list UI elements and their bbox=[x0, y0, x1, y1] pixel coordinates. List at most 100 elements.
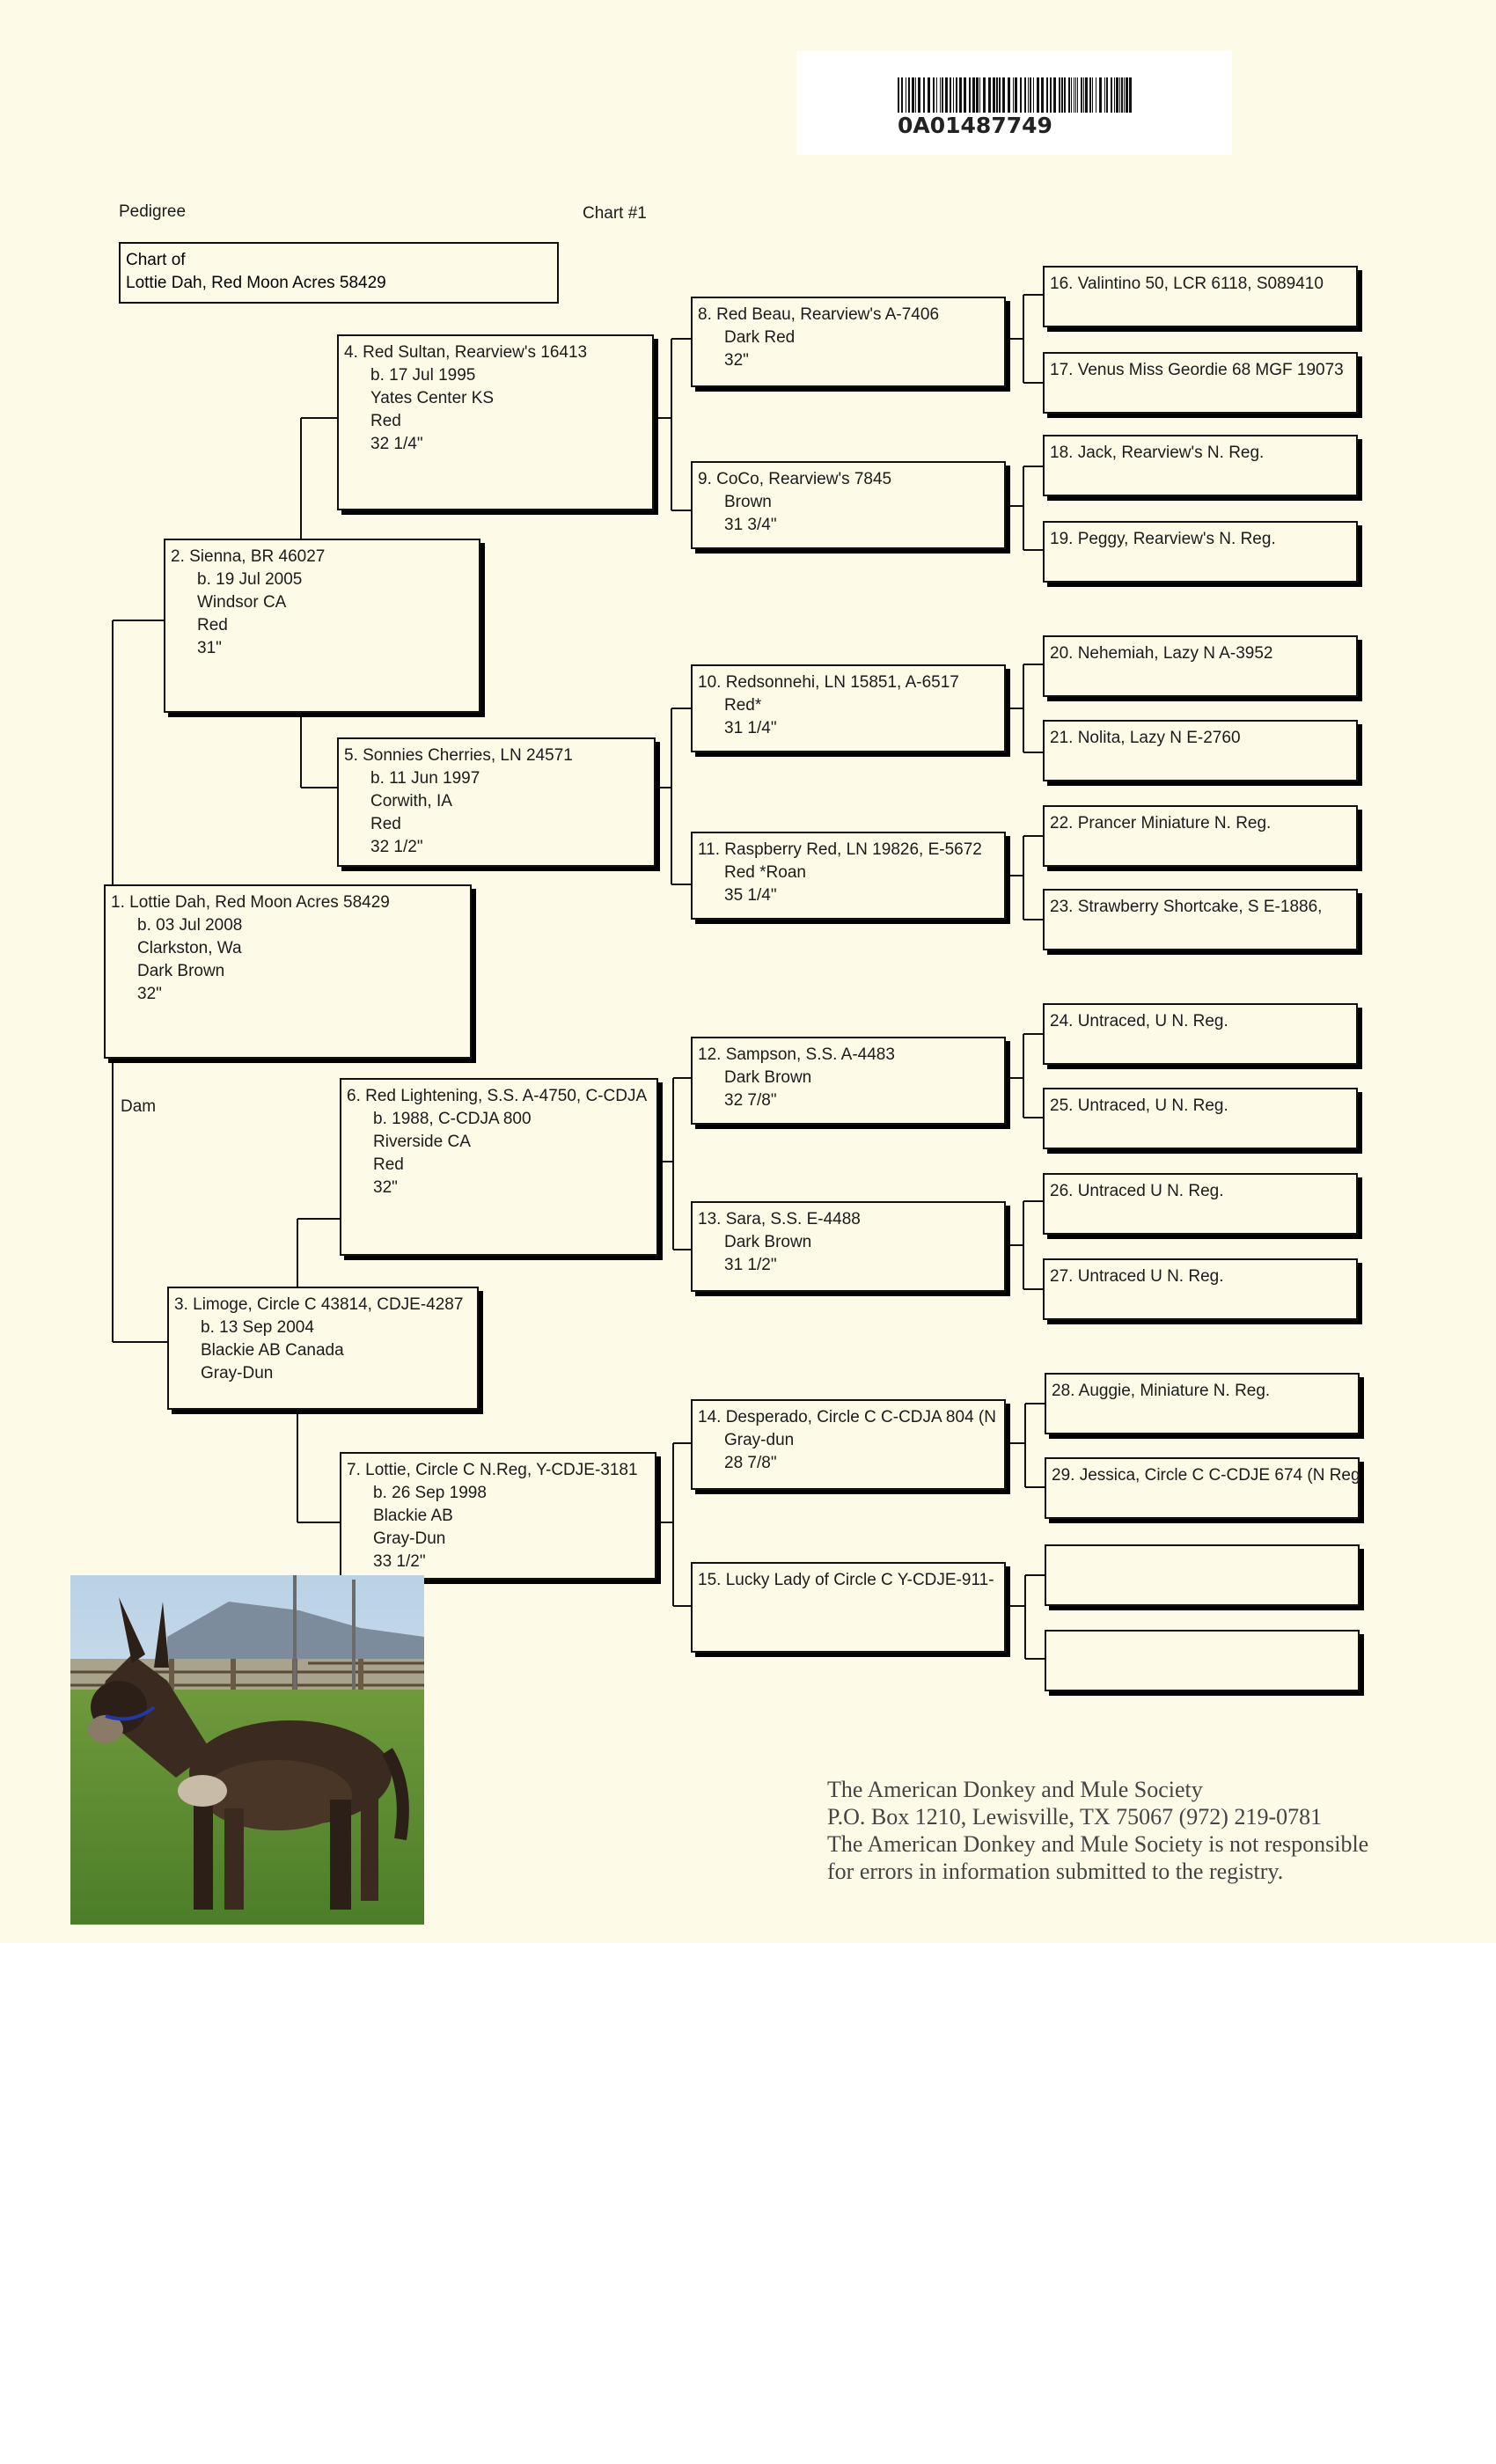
animal-detail: Red* bbox=[698, 694, 959, 717]
pedigree-box-28: 28. Auggie, Miniature N. Reg. bbox=[1045, 1373, 1360, 1434]
animal-name: 25. Untraced, U N. Reg. bbox=[1050, 1095, 1228, 1118]
animal-detail: 33 1/2" bbox=[347, 1551, 638, 1573]
animal-name: 21. Nolita, Lazy N E-2760 bbox=[1050, 727, 1241, 750]
animal-name: 6. Red Lightening, S.S. A-4750, C-CDJA bbox=[347, 1085, 647, 1108]
animal-name: 8. Red Beau, Rearview's A-7406 bbox=[698, 304, 939, 326]
animal-name: 9. CoCo, Rearview's 7845 bbox=[698, 468, 891, 491]
animal-name: 16. Valintino 50, LCR 6118, S089410 bbox=[1050, 273, 1324, 296]
animal-name: 2. Sienna, BR 46027 bbox=[171, 546, 325, 568]
animal-detail: Dark Brown bbox=[111, 960, 390, 983]
animal-detail: 31 1/2" bbox=[698, 1254, 861, 1277]
animal-detail: b. 13 Sep 2004 bbox=[174, 1316, 463, 1339]
animal-detail: Dark Red bbox=[698, 326, 939, 349]
pedigree-box-14: 14. Desperado, Circle C C-CDJA 804 (NGra… bbox=[691, 1399, 1006, 1490]
pedigree-box-2: 2. Sienna, BR 46027b. 19 Jul 2005Windsor… bbox=[164, 539, 480, 713]
animal-detail: 32 1/2" bbox=[344, 836, 573, 859]
pedigree-box-5: 5. Sonnies Cherries, LN 24571b. 11 Jun 1… bbox=[337, 737, 656, 867]
animal-detail: Red bbox=[344, 813, 573, 836]
pedigree-box-20: 20. Nehemiah, Lazy N A-3952 bbox=[1043, 635, 1358, 697]
animal-name: 29. Jessica, Circle C C-CDJE 674 (N Reg bbox=[1052, 1464, 1360, 1487]
animal-detail: Red bbox=[344, 410, 587, 433]
pedigree-box-17: 17. Venus Miss Geordie 68 MGF 19073 bbox=[1043, 352, 1358, 414]
animal-detail: Windsor CA bbox=[171, 591, 325, 614]
animal-detail: Gray-Dun bbox=[347, 1528, 638, 1551]
animal-detail: 32 7/8" bbox=[698, 1089, 895, 1112]
animal-name: 17. Venus Miss Geordie 68 MGF 19073 bbox=[1050, 359, 1344, 382]
society-footer: The American Donkey and Mule Society P.O… bbox=[827, 1776, 1368, 1885]
animal-name: 27. Untraced U N. Reg. bbox=[1050, 1265, 1223, 1288]
animal-detail: Gray-Dun bbox=[174, 1362, 463, 1385]
animal-name: 24. Untraced, U N. Reg. bbox=[1050, 1010, 1228, 1033]
animal-detail: Yates Center KS bbox=[344, 387, 587, 410]
animal-name: 10. Redsonnehi, LN 15851, A-6517 bbox=[698, 671, 959, 694]
animal-name: 4. Red Sultan, Rearview's 16413 bbox=[344, 341, 587, 364]
animal-name: 12. Sampson, S.S. A-4483 bbox=[698, 1044, 895, 1067]
pedigree-box-21: 21. Nolita, Lazy N E-2760 bbox=[1043, 720, 1358, 781]
pedigree-box-16: 16. Valintino 50, LCR 6118, S089410 bbox=[1043, 266, 1358, 327]
animal-detail: Red *Roan bbox=[698, 862, 982, 884]
pedigree-box-22: 22. Prancer Miniature N. Reg. bbox=[1043, 805, 1358, 867]
animal-detail: Blackie AB bbox=[347, 1505, 638, 1528]
pedigree-box-26: 26. Untraced U N. Reg. bbox=[1043, 1173, 1358, 1235]
pedigree-box-31 bbox=[1045, 1630, 1360, 1691]
animal-detail: Dark Brown bbox=[698, 1067, 895, 1089]
pedigree-box-8: 8. Red Beau, Rearview's A-7406Dark Red32… bbox=[691, 297, 1006, 387]
animal-detail: b. 11 Jun 1997 bbox=[344, 767, 573, 790]
animal-detail: Red bbox=[347, 1154, 647, 1177]
animal-name: 26. Untraced U N. Reg. bbox=[1050, 1180, 1223, 1203]
footer-line: for errors in information submitted to t… bbox=[827, 1858, 1368, 1885]
animal-detail: Corwith, IA bbox=[344, 790, 573, 813]
pedigree-box-13: 13. Sara, S.S. E-4488Dark Brown31 1/2" bbox=[691, 1201, 1006, 1292]
animal-detail: Blackie AB Canada bbox=[174, 1339, 463, 1362]
animal-name: 13. Sara, S.S. E-4488 bbox=[698, 1208, 861, 1231]
animal-detail: Clarkston, Wa bbox=[111, 937, 390, 960]
animal-detail: Dark Brown bbox=[698, 1231, 861, 1254]
animal-name: 5. Sonnies Cherries, LN 24571 bbox=[344, 744, 573, 767]
animal-detail: 32" bbox=[347, 1177, 647, 1199]
animal-detail: 31" bbox=[171, 637, 325, 660]
animal-name: 22. Prancer Miniature N. Reg. bbox=[1050, 812, 1271, 835]
animal-detail: b. 26 Sep 1998 bbox=[347, 1482, 638, 1505]
animal-name: 15. Lucky Lady of Circle C Y-CDJE-911- bbox=[698, 1569, 994, 1592]
footer-line: The American Donkey and Mule Society is … bbox=[827, 1830, 1368, 1858]
pedigree-box-10: 10. Redsonnehi, LN 15851, A-6517Red*31 1… bbox=[691, 664, 1006, 752]
pedigree-box-19: 19. Peggy, Rearview's N. Reg. bbox=[1043, 521, 1358, 583]
animal-name: 14. Desperado, Circle C C-CDJA 804 (N bbox=[698, 1406, 996, 1429]
pedigree-box-29: 29. Jessica, Circle C C-CDJE 674 (N Reg bbox=[1045, 1457, 1360, 1519]
animal-detail: 31 1/4" bbox=[698, 717, 959, 740]
animal-detail: Brown bbox=[698, 491, 891, 514]
animal-detail: b. 1988, C-CDJA 800 bbox=[347, 1108, 647, 1131]
pedigree-box-30 bbox=[1045, 1544, 1360, 1606]
animal-detail: Red bbox=[171, 614, 325, 637]
animal-detail: 32 1/4" bbox=[344, 433, 587, 456]
pedigree-box-25: 25. Untraced, U N. Reg. bbox=[1043, 1088, 1358, 1149]
pedigree-box-6: 6. Red Lightening, S.S. A-4750, C-CDJAb.… bbox=[340, 1078, 658, 1256]
blank-lower-area bbox=[0, 1943, 1496, 2464]
animal-detail: b. 03 Jul 2008 bbox=[111, 914, 390, 937]
animal-detail: 32" bbox=[111, 983, 390, 1006]
animal-name: 7. Lottie, Circle C N.Reg, Y-CDJE-3181 bbox=[347, 1459, 638, 1482]
footer-line: P.O. Box 1210, Lewisville, TX 75067 (972… bbox=[827, 1803, 1368, 1830]
donkey-photo bbox=[70, 1575, 424, 1925]
pedigree-box-18: 18. Jack, Rearview's N. Reg. bbox=[1043, 435, 1358, 496]
pedigree-box-1: 1. Lottie Dah, Red Moon Acres 58429b. 03… bbox=[104, 884, 472, 1059]
pedigree-box-12: 12. Sampson, S.S. A-4483Dark Brown32 7/8… bbox=[691, 1037, 1006, 1125]
animal-name: 19. Peggy, Rearview's N. Reg. bbox=[1050, 528, 1276, 551]
animal-name: 20. Nehemiah, Lazy N A-3952 bbox=[1050, 642, 1273, 665]
footer-line: The American Donkey and Mule Society bbox=[827, 1776, 1368, 1803]
animal-name: 1. Lottie Dah, Red Moon Acres 58429 bbox=[111, 891, 390, 914]
animal-name: 18. Jack, Rearview's N. Reg. bbox=[1050, 442, 1264, 465]
animal-name: 11. Raspberry Red, LN 19826, E-5672 bbox=[698, 839, 982, 862]
animal-detail: 28 7/8" bbox=[698, 1452, 996, 1475]
animal-detail: Riverside CA bbox=[347, 1131, 647, 1154]
pedigree-box-24: 24. Untraced, U N. Reg. bbox=[1043, 1003, 1358, 1065]
animal-detail: Gray-dun bbox=[698, 1429, 996, 1452]
pedigree-box-27: 27. Untraced U N. Reg. bbox=[1043, 1258, 1358, 1320]
animal-name: 23. Strawberry Shortcake, S E-1886, bbox=[1050, 896, 1322, 919]
pedigree-box-3: 3. Limoge, Circle C 43814, CDJE-4287b. 1… bbox=[167, 1287, 479, 1410]
animal-name: 3. Limoge, Circle C 43814, CDJE-4287 bbox=[174, 1294, 463, 1316]
animal-detail: 35 1/4" bbox=[698, 884, 982, 907]
